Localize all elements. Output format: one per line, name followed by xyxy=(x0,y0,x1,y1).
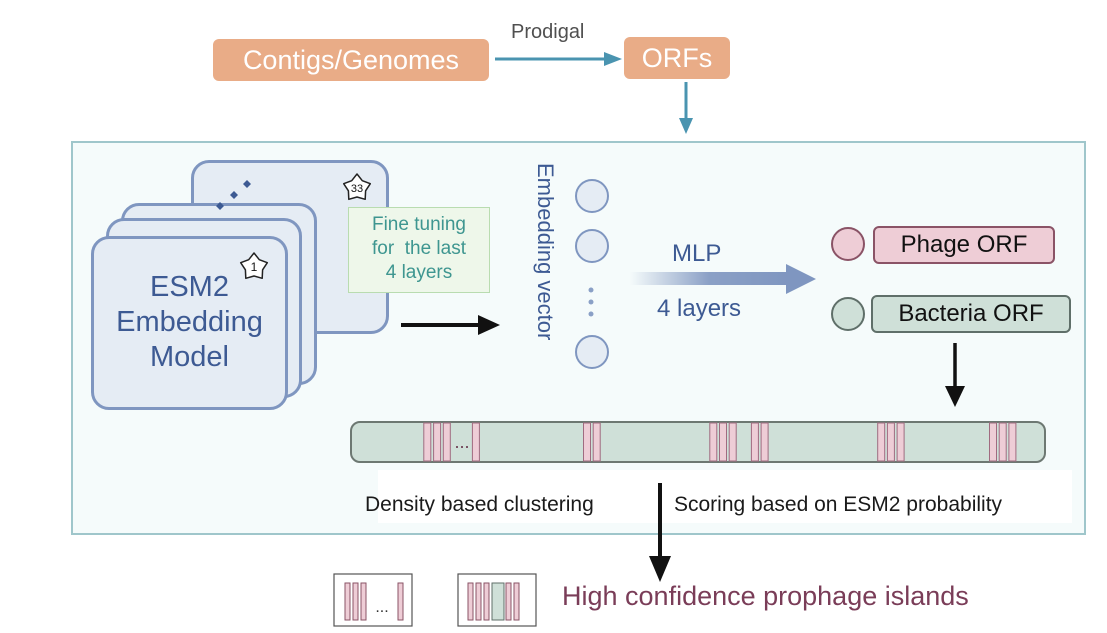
embedding-node xyxy=(575,335,609,369)
phage-orf-stripe xyxy=(760,422,769,462)
contigs-genomes-label: Contigs/Genomes xyxy=(242,44,460,75)
finetune-line: Fine tuning xyxy=(371,214,466,235)
phage-orf-stripe xyxy=(583,422,591,462)
finetune-line: for the last xyxy=(372,238,466,259)
phage-orf-stripe xyxy=(709,422,718,462)
mlp-arrow xyxy=(630,264,816,294)
island-icon-ellipsis: ... xyxy=(375,599,388,616)
prodigal-arrow xyxy=(495,52,622,66)
phage-orf-stripe xyxy=(471,422,480,462)
esm2-label-line: Model xyxy=(150,341,229,373)
embedding-ellipsis-icon xyxy=(588,287,594,317)
finetune-line: 4 layers xyxy=(385,262,453,283)
esm2-model-label: ESM2 Embedding Model xyxy=(91,270,288,375)
prophage-islands-label: High confidence prophage islands xyxy=(562,581,969,611)
steps-band xyxy=(378,470,1072,523)
orfs-down-arrow xyxy=(679,82,693,134)
prodigal-label: Prodigal xyxy=(511,21,585,43)
layer-1-star-icon: 1 xyxy=(239,252,269,280)
classes-to-genome-arrow xyxy=(945,343,965,407)
esm2-label-line: ESM2 xyxy=(150,271,229,303)
layer-1-badge: 1 xyxy=(251,260,258,274)
embedding-node xyxy=(575,179,609,213)
phage-orf-circle-icon xyxy=(831,227,865,261)
finetune-note: Fine tuning for the last 4 layers xyxy=(348,207,490,293)
mlp-label: MLP xyxy=(672,240,722,267)
phage-orf-stripe xyxy=(750,422,759,462)
model-to-embedding-arrow xyxy=(401,315,500,335)
embedding-node xyxy=(575,229,609,263)
embedding-nodes xyxy=(575,179,609,369)
layer-ellipsis-dots xyxy=(216,180,251,210)
genome-bar-ellipsis: ... xyxy=(454,432,469,452)
bacteria-orf-label-box: Bacteria ORF xyxy=(871,295,1071,333)
orfs-label: ORFs xyxy=(641,42,713,73)
prophage-island-icon-1: ... xyxy=(333,573,413,627)
phage-orf-stripe xyxy=(592,422,601,462)
orfs-box: ORFs xyxy=(624,37,730,79)
phage-orf-stripe xyxy=(728,422,737,462)
esm2-label-line: Embedding xyxy=(116,306,263,338)
density-clustering-label: Density based clustering xyxy=(365,493,594,516)
phage-orf-stripe xyxy=(998,422,1007,462)
phage-orf-stripe xyxy=(423,422,432,462)
bacteria-orf-label: Bacteria ORF xyxy=(898,300,1044,327)
phage-orf-label: Phage ORF xyxy=(900,231,1028,258)
to-result-arrow xyxy=(649,483,671,582)
embedding-vector-label: Embedding vector xyxy=(533,163,558,341)
layer-33-star-icon: 33 xyxy=(342,173,372,201)
scoring-label: Scoring based on ESM2 probability xyxy=(674,493,1003,516)
phage-orf-stripe xyxy=(886,422,895,462)
contigs-genomes-box: Contigs/Genomes xyxy=(213,39,489,81)
phage-orf-stripe xyxy=(719,422,727,462)
phage-orf-stripe xyxy=(989,422,997,462)
genome-bar: ... xyxy=(350,421,1046,463)
bacteria-orf-circle-icon xyxy=(831,297,865,331)
phage-orf-stripe xyxy=(877,422,886,462)
layer-33-badge: 33 xyxy=(351,183,363,195)
phage-orf-stripe xyxy=(1008,422,1017,462)
phage-orf-stripe xyxy=(442,422,451,462)
mlp-layers-label: 4 layers xyxy=(657,295,742,322)
phage-orf-stripe xyxy=(896,422,905,462)
phage-orf-label-box: Phage ORF xyxy=(873,226,1055,264)
phage-orf-stripe xyxy=(433,422,442,462)
prophage-island-icon-2 xyxy=(457,573,537,627)
